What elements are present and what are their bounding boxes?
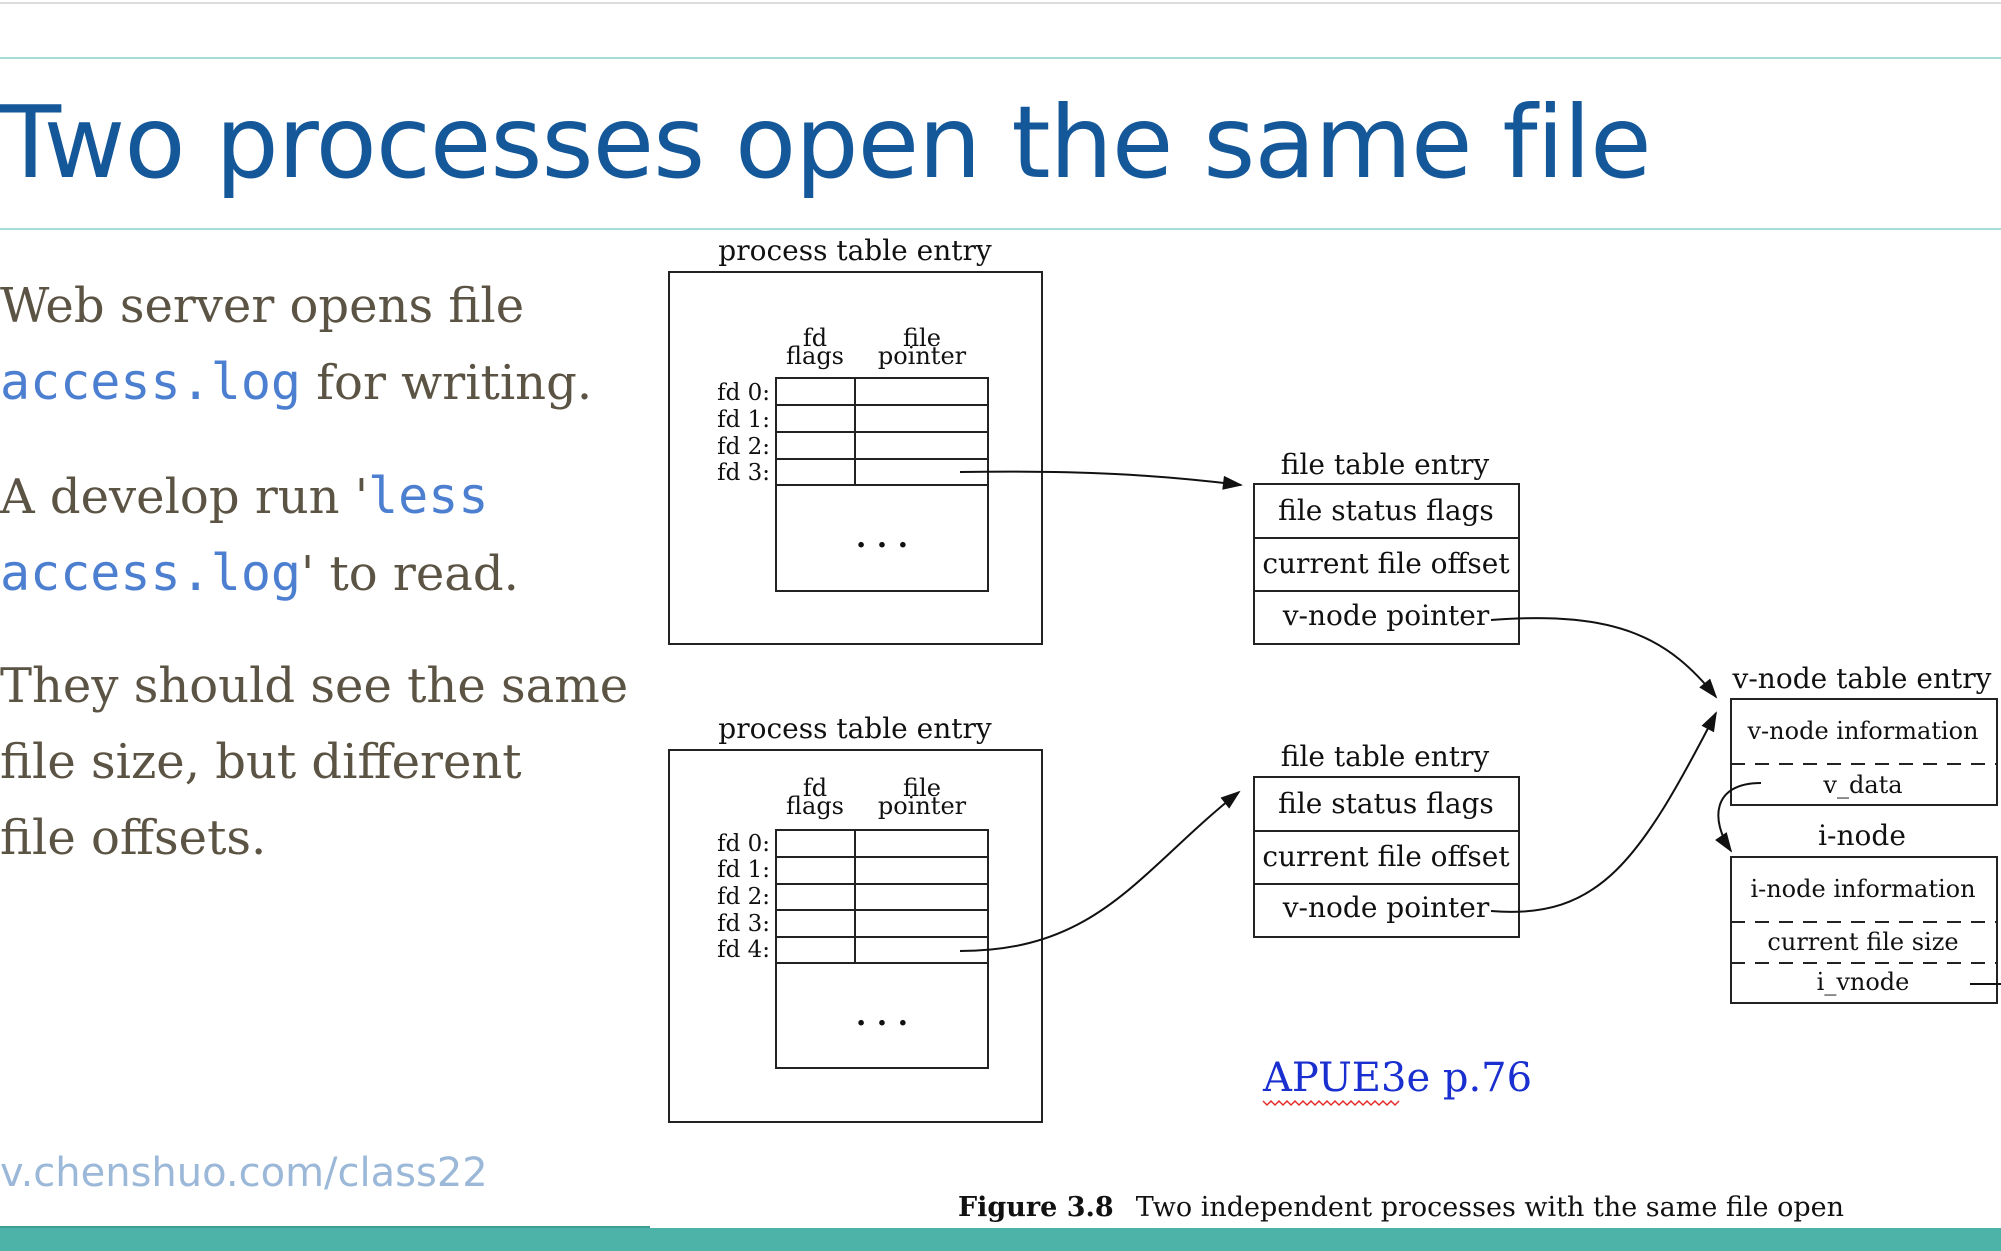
code-access-log: access.log <box>0 544 302 602</box>
bullet-line: file size, but different <box>0 734 522 790</box>
current-file-offset: current file offset <box>1262 547 1510 580</box>
bullet-line: access.log for writing. <box>0 353 593 411</box>
arrow-vnode-ptr-2-to-vnode <box>1490 711 1717 913</box>
fd-label: fd 3: <box>717 460 770 486</box>
top-border <box>0 2 2001 4</box>
arrow-vnode-ptr-1-to-vnode <box>1490 617 1718 699</box>
file-status-flags: file status flags <box>1278 787 1494 820</box>
file-table-entry-2: file table entry file status flags curre… <box>1253 740 1520 938</box>
process-table-label: process table entry <box>718 234 992 267</box>
vnode-box <box>1730 698 1998 806</box>
vnode-information: v-node information <box>1747 717 1979 745</box>
caption-figure-number: Figure 3.8 <box>958 1192 1114 1223</box>
file-table-entry-1: file table entry file status flags curre… <box>1253 448 1520 645</box>
fd-label: fd 1: <box>717 857 770 883</box>
figure-caption: Figure 3.8 Two independent processes with… <box>958 1192 1844 1223</box>
inode-entry: i-node i-node information current file s… <box>1730 819 1998 1004</box>
inode-box <box>1730 856 1998 1004</box>
file-table-label: file table entry <box>1281 448 1490 481</box>
file-pointer-header: pointer <box>878 342 967 370</box>
inode-label: i-node <box>1818 819 1906 852</box>
title-top-rule <box>0 57 2001 59</box>
process-box <box>668 271 1043 645</box>
bullet-developer: A develop run 'less access.log' to read. <box>0 458 640 612</box>
vnode-pointer: v-node pointer <box>1282 599 1490 632</box>
process-table-entry-2: process table entry fd flags file pointe… <box>668 712 1043 1123</box>
ellipsis: . . . <box>856 998 908 1033</box>
current-file-offset: current file offset <box>1262 840 1510 873</box>
bullet-line: A develop run 'less <box>0 467 489 525</box>
title-bottom-rule <box>0 228 2001 230</box>
bullet-line: Web server opens file <box>0 278 525 334</box>
code-access-log: access.log <box>0 353 302 411</box>
fd-flags-header: fd <box>803 774 827 802</box>
spellcheck-underline <box>1262 1099 1400 1107</box>
file-table-box <box>1253 776 1520 938</box>
file-pointer-header: file <box>903 774 941 802</box>
fd-label: fd 3: <box>717 911 770 937</box>
v-data-field: v_data <box>1822 771 1902 799</box>
current-file-size: current file size <box>1767 928 1958 956</box>
file-table-box <box>1253 483 1520 645</box>
fd-label: fd 1: <box>717 407 770 433</box>
page-title: Two processes open the same file <box>0 84 1652 201</box>
bullet-line: They should see the same <box>0 658 629 714</box>
fd-flags-header: flags <box>786 792 844 820</box>
inode-information: i-node information <box>1750 875 1975 903</box>
fd-label: fd 0: <box>717 831 770 857</box>
arrow-fd3-to-file-table-1 <box>959 470 1243 490</box>
bullet-conclusion: They should see the same file size, but … <box>0 648 640 876</box>
process-box <box>668 749 1043 1123</box>
caption-text: Two independent processes with the same … <box>1136 1192 1844 1223</box>
vnode-table-label: v-node table entry <box>1732 662 1992 695</box>
bullet-web-server: Web server opens file access.log for wri… <box>0 268 640 421</box>
ellipsis: . . . <box>856 520 908 555</box>
vnode-pointer: v-node pointer <box>1282 891 1490 924</box>
apue-reference: APUE3e p.76 <box>1262 1055 1532 1101</box>
i-vnode-field: i_vnode <box>1817 968 1910 996</box>
process-table-entry-1: process table entry fd flags file pointe… <box>668 234 1043 645</box>
fd-label: fd 2: <box>717 884 770 910</box>
arrow-v-data-to-inode <box>1715 782 1762 853</box>
fd-label: fd 2: <box>717 434 770 460</box>
file-pointer-header: pointer <box>878 792 967 820</box>
vnode-table-entry: v-node table entry v-node information v_… <box>1730 662 1998 806</box>
code-less: less <box>368 467 489 525</box>
fd-label: fd 4: <box>717 937 770 963</box>
pointer-arrows <box>959 470 2001 985</box>
footer-url[interactable]: v.chenshuo.com/class22 <box>0 1150 488 1196</box>
file-status-flags: file status flags <box>1278 494 1494 527</box>
file-table-label: file table entry <box>1281 740 1490 773</box>
process-table-label: process table entry <box>718 712 992 745</box>
bullet-line: file offsets. <box>0 810 267 866</box>
fd-label: fd 0: <box>717 380 770 406</box>
fd-flags-header: fd <box>803 324 827 352</box>
bottom-bar <box>0 1228 2001 1251</box>
file-pointer-header: file <box>903 324 941 352</box>
bullet-line: access.log' to read. <box>0 544 519 602</box>
arrow-fd4-to-file-table-2 <box>959 790 1241 952</box>
fd-flags-header: flags <box>786 342 844 370</box>
